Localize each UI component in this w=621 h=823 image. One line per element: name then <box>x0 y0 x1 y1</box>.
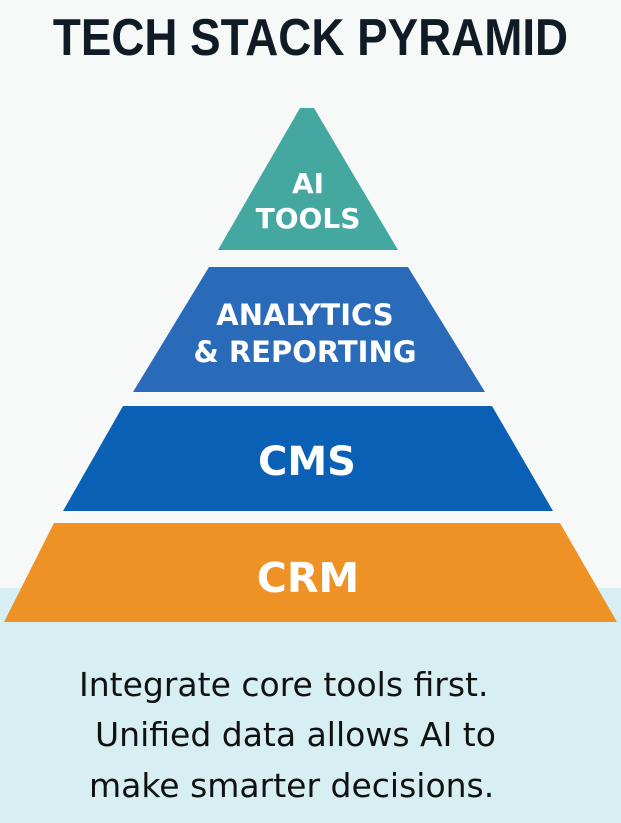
caption-background <box>0 588 621 823</box>
layer-label-cms: CMS <box>258 439 356 485</box>
caption-line-3: make smarter decisions. <box>89 766 495 805</box>
layer-label-tools: TOOLS <box>256 202 361 235</box>
caption-line-1: Integrate core tools first. <box>79 665 489 704</box>
layer-label-ai: AI <box>292 167 324 200</box>
pyramid-layer-cms <box>63 406 553 511</box>
page-title: TECH STACK PYRAMID <box>52 9 569 67</box>
caption-line-2: Unified data allows AI to <box>95 715 496 754</box>
pyramid-layer-crm <box>4 523 617 622</box>
pyramid-layer-ai-tools <box>218 108 398 250</box>
layer-label-crm: CRM <box>257 554 359 602</box>
layer-label-analytics: ANALYTICS <box>216 298 393 332</box>
pyramid-layer-analytics-reporting <box>133 267 485 392</box>
layer-label-reporting: & REPORTING <box>193 335 416 369</box>
